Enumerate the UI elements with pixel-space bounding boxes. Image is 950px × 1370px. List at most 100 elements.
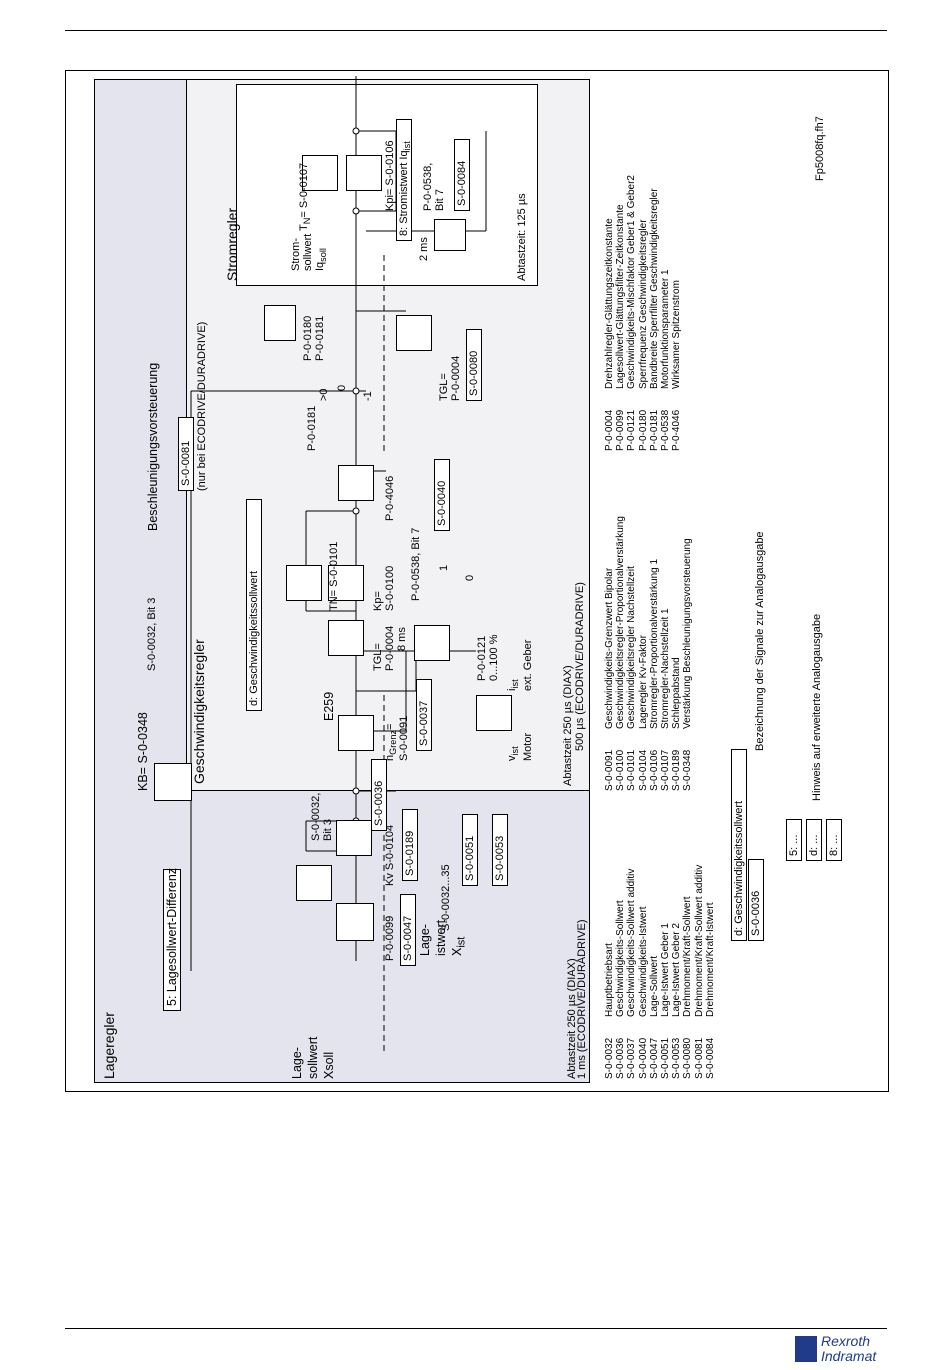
kpi-label: Kpi= S-0-0106 [384,140,396,211]
legend-c-row: P-0-0180Sperrfrequenz Geschwindigkeitsre… [638,175,649,451]
lage-sollwert-label-2: sollwert [306,1036,320,1079]
legend-a-desc: Geschwindigkeits-Sollwert additiv [626,868,638,1017]
legend-a-code: S-0-0047 [648,1037,660,1079]
p0181-label: P-0-0181 [306,405,318,451]
tgl-label: TGL= [372,643,384,671]
legend-a-row: S-0-0037 Geschwindigkeits-Sollwert additi… [626,865,637,1079]
stromregler-title: Stromregler [224,207,240,281]
legend-b-row: S-0-0107 Stromregler-Nachstellzeit 1 [660,516,671,791]
legend-b-code: S-0-0104 [637,749,649,791]
legend-b-row: S-0-0104 Lageregler Kv-Faktor [638,516,649,791]
s0032-35-label: S-0-0032...35 [440,864,452,931]
file-ref: Fp5008fq.fh7 [814,116,826,181]
legend-a-row: S-0-0081Drehmoment/Kraft-Sollwert additi… [694,865,705,1079]
pct-label: 0...100 % [488,634,500,681]
strom-soll-2: sollwert [302,233,314,271]
p0538b-label: P-0-0538, [422,162,434,211]
tgl-block [328,620,364,656]
legend-b-code: S-0-0189 [671,749,683,791]
top-rule [65,30,887,31]
tgl2-block [396,315,432,351]
legend-c-row: P-0-0121Geschwindigkeits-Mischfaktor Geb… [626,175,637,451]
bottom-rule [65,1328,887,1329]
one-label: 1 [438,564,450,571]
legend-a-desc: Drehmoment/Kraft-Istwert [704,902,716,1017]
s0084-tag: S-0-0084 [454,139,470,211]
s0032-label-b: S-0-0032, [310,792,322,841]
beschleunigung-label: Beschleunigungsvorsteuerung [146,362,160,531]
gt0-label: >0 [318,388,330,401]
lagesollwert-differenz-tag: 5: Lagesollwert-Differenz [163,868,181,1011]
legend-a-row: S-0-0047Lage-Sollwert [649,865,660,1079]
abtast-geschw-2: 500 µs (ECODRIVE/DURADRIVE) [574,582,586,751]
legend-a-code: S-0-0081 [693,1037,705,1079]
logo-mark-icon [795,1336,817,1362]
p0004-label: P-0-0004 [384,625,396,671]
legend-a-row: S-0-0032Hauptbetriebsart [604,865,615,1079]
legend-a-code: S-0-0032 [604,1037,615,1079]
legend-b-desc: Geschwindigkeitsregler Nachstellzeit [626,566,638,729]
strom-soll-1: Strom- [290,238,302,271]
legend-c-code: P-0-4046 [671,409,683,451]
vist-label: vist [506,746,521,761]
kpi-block [346,155,382,191]
legend-a-desc: Geschwindigkeits-Istwert [637,906,649,1017]
limiter-block [338,715,374,751]
legend-a-code: S-0-0080 [682,1037,694,1079]
lage-istwert-label-3: Xist [450,936,468,956]
strom-soll-3: Iqsoll [314,248,329,271]
bit3-label-b: Bit 3 [322,818,334,841]
mix-block [476,695,512,731]
legend-a-code: S-0-0036 [615,1037,627,1079]
legend-a-code: S-0-0037 [626,1037,638,1079]
legend-b-desc: Geschwindigkeitsregler-Proportionalverst… [615,516,627,729]
iist-label: iist [506,679,521,691]
key-d-tag: d: Geschwindigkeitssollwert [731,749,747,941]
key-bez: Bezeichnung der Signale zur Analogausgab… [754,531,766,751]
lageregler-title: Lageregler [101,1012,117,1079]
legend-c-code: P-0-0538 [660,409,672,451]
legend-c-row: P-0-0538Motorfunktionsparameter 1 [660,175,671,451]
legend-c-row: P-0-0004Drehzahlregler-Glättungszeitkons… [604,175,615,451]
s0051-tag: S-0-0051 [462,814,478,886]
legend-c-desc: Drehzahlregler-Glättungszeitkonstante [604,218,615,389]
logo-brand-2: Indramat [821,1348,877,1364]
ms8-label: 8 ms [396,627,408,651]
key-eight: 8: ... [826,819,842,861]
notch-block [264,305,296,341]
p0099-label: P-0-0099 [384,915,396,961]
s0037-tag: S-0-0037 [416,679,432,751]
abtast-lage-2: 1 ms (ECODRIVE/DURADRIVE) [576,919,588,1079]
legend-a-desc: Lage-Istwert Geber 2 [671,923,683,1017]
legend-c-code: P-0-0180 [637,409,649,451]
key-dd: d: ... [806,819,822,861]
e259-label: E259 [322,691,336,721]
legend-b-code: S-0-0101 [626,749,638,791]
legend-c-desc: Bandbreite Sperrfilter Geschwindigkeitsr… [648,188,660,389]
bit7-label: Bit 7 [434,188,446,211]
ms2-label: 2 ms [418,237,430,261]
legend-c-row: P-0-4046Wirksamer Spitzenstrom [671,175,682,451]
s0091-label: S-0-0091 [398,715,410,761]
legend-b-desc: Stromregler-Nachstellzeit 1 [660,608,672,729]
legend-a-row: S-0-0053Lage-Istwert Geber 2 [671,865,682,1079]
legend-a-row: S-0-0051Lage-Istwert Geber 1 [660,865,671,1079]
legend-a-desc: Lage-Istwert Geber 1 [660,923,672,1017]
legend-b-desc: Verstärkung Beschleunigungsvorsteuerung [682,538,694,729]
legend-b-row: S-0-0101 Geschwindigkeitsregler Nachstell… [626,516,637,791]
legend-b-code: S-0-0107 [660,749,672,791]
m1-label: -1 [362,391,374,401]
zero-b-label: 0 [336,384,348,391]
lage-sollwert-label-1: Lage- [290,1047,304,1079]
s0036-tag: S-0-0036 [371,759,387,831]
s0100-label: S-0-0100 [384,565,396,611]
logo-brand-1: Rexroth [821,1333,871,1349]
legend-b-desc: Lageregler Kv-Faktor [637,635,649,729]
p0099-filter-block [336,903,374,941]
ngrenz-label: nGrenz= [384,723,399,762]
legend-c-desc: Lagesollwert-Glättungsfilter-Zeitkonstan… [615,204,627,389]
p0121-label: P-0-0121 [476,635,488,681]
lage-sollwert-label-3: Xsoll [322,1051,336,1079]
legend-c-row: P-0-0099Lagesollwert-Glättungsfilter-Zei… [615,175,626,451]
